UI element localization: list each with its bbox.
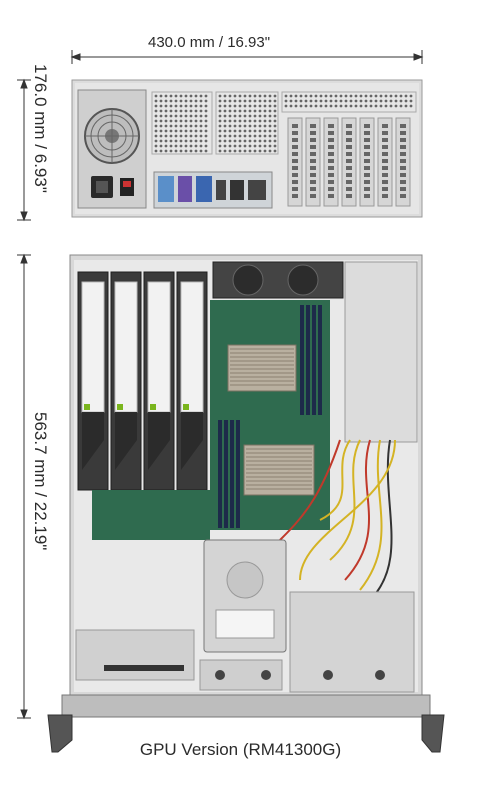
- left-handle: [47, 714, 73, 753]
- gpu-card: [143, 271, 175, 491]
- width-dimension-label: 430.0 mm / 16.93": [148, 34, 271, 51]
- gpu-card: [77, 271, 109, 491]
- gpu-card: [176, 271, 208, 491]
- dimm-module: [236, 420, 240, 528]
- psu-box: [344, 261, 418, 443]
- dimm-module: [318, 305, 322, 415]
- front-bay: [75, 629, 195, 681]
- cpu-heatsink-1: [227, 344, 297, 392]
- depth-dimension-label: 563.7 mm / 22.19": [31, 412, 50, 551]
- gpu-card: [110, 271, 142, 491]
- dimm-module: [224, 420, 228, 528]
- drive-bay-right: [289, 591, 415, 693]
- power-cables: [279, 439, 396, 601]
- dimm-module: [230, 420, 234, 528]
- rear-panel: [71, 79, 423, 218]
- dimm-module: [300, 305, 304, 415]
- height-dimension-line: [17, 78, 31, 222]
- right-handle: [421, 714, 445, 753]
- top-view: [47, 254, 445, 753]
- rear-vents: [151, 91, 417, 155]
- depth-dimension-line: [17, 253, 31, 720]
- figure-caption: GPU Version (RM41300G): [139, 740, 342, 759]
- width-dimension-line: [70, 50, 424, 64]
- dimm-module: [312, 305, 316, 415]
- dimm-module: [218, 420, 222, 528]
- height-dimension-label: 176.0 mm / 6.93": [31, 64, 50, 193]
- front-panel: [61, 694, 431, 718]
- dimm-module: [306, 305, 310, 415]
